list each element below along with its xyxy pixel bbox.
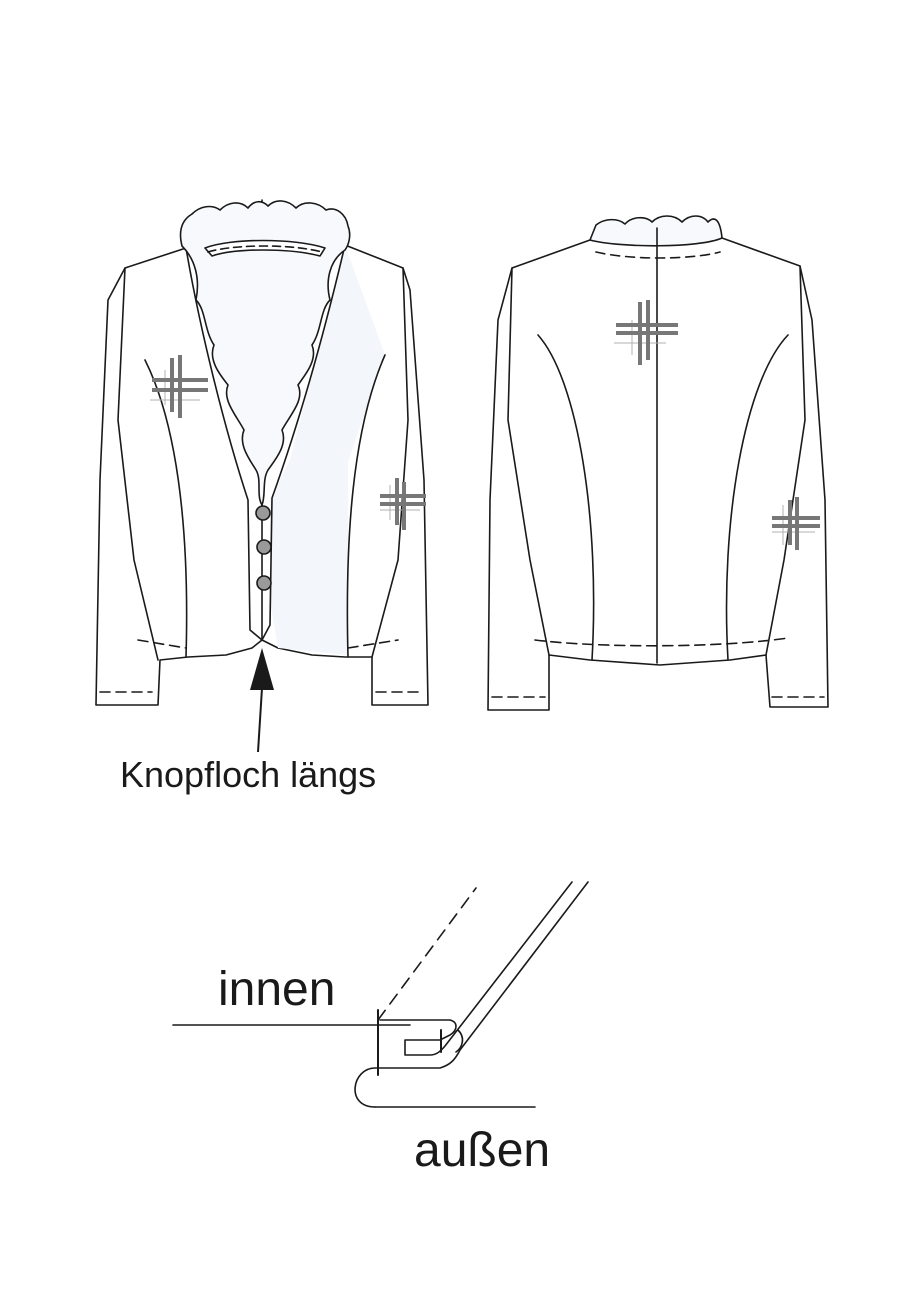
front-left-princess-seam bbox=[145, 360, 187, 657]
front-left-sleeve-seam bbox=[118, 268, 158, 660]
front-collar-band bbox=[205, 241, 325, 257]
grain-mark-front-left bbox=[150, 355, 208, 418]
back-left-sleeve-seam bbox=[508, 268, 549, 655]
seam-detail-diagram bbox=[173, 882, 588, 1107]
jacket-back-view bbox=[488, 216, 828, 710]
front-button-2 bbox=[257, 540, 271, 554]
grain-mark-back-sleeve bbox=[772, 497, 820, 550]
stitch-line-dashed bbox=[378, 888, 476, 1020]
front-collar-stitch bbox=[208, 246, 322, 252]
front-hem-stitch-right bbox=[348, 640, 398, 648]
inside-label: innen bbox=[218, 963, 336, 1016]
grain-mark-back-center bbox=[614, 300, 678, 365]
grain-mark-front-sleeve bbox=[380, 478, 426, 530]
front-hem-stitch-left bbox=[138, 640, 186, 648]
front-right-princess-seam bbox=[347, 355, 385, 657]
buttonhole-arrow bbox=[250, 648, 274, 752]
front-left-lapel-edge bbox=[186, 248, 262, 640]
front-button-3 bbox=[257, 576, 271, 590]
outside-label: außen bbox=[414, 1124, 551, 1177]
fold-cap bbox=[456, 1030, 462, 1052]
back-right-princess-seam bbox=[727, 335, 788, 660]
jacket-front-view bbox=[96, 200, 428, 705]
back-right-sleeve-seam bbox=[766, 266, 805, 655]
back-hem-stitch bbox=[535, 638, 788, 646]
fabric-layer-outer bbox=[355, 882, 588, 1107]
back-body-outline bbox=[488, 238, 828, 710]
back-collar-stitch bbox=[596, 252, 720, 258]
front-button-1 bbox=[256, 506, 270, 520]
back-collar-ruffle bbox=[590, 216, 722, 246]
back-left-princess-seam bbox=[538, 335, 594, 660]
front-collar-ruffle bbox=[180, 201, 349, 505]
front-right-panel-tint bbox=[270, 245, 385, 655]
front-right-lapel-edge bbox=[262, 245, 345, 640]
buttonhole-label: Knopfloch längs bbox=[120, 754, 377, 795]
